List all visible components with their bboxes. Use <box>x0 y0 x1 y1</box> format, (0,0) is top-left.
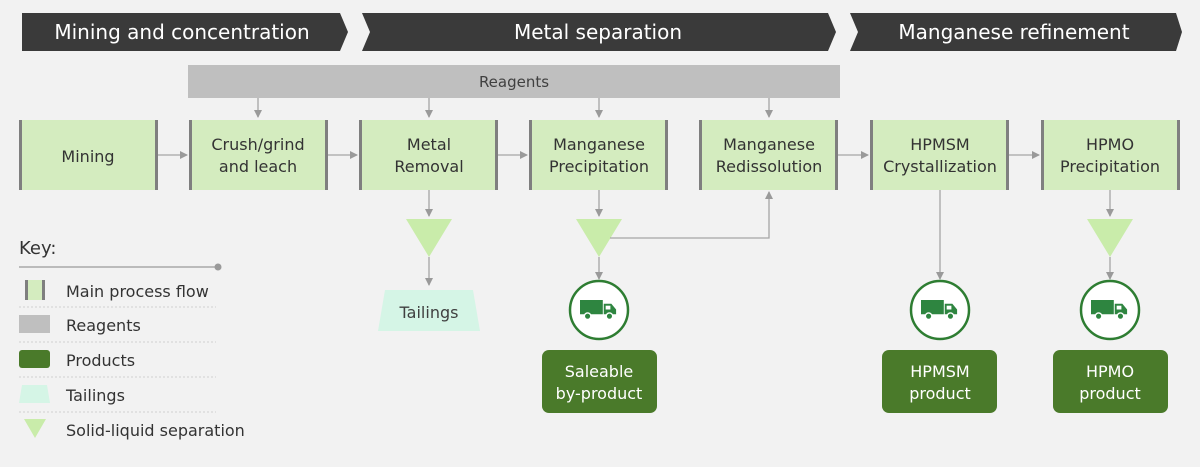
legend-item-products-label: Products <box>66 351 135 370</box>
separation-triangle-metal-removal <box>406 219 452 257</box>
legend-item-reagents-label: Reagents <box>66 316 141 335</box>
legend-item-process: Main process flow <box>19 280 216 308</box>
stage-banner-separation: Metal separation <box>362 13 836 51</box>
stage-banner-separation-label: Metal separation <box>514 20 682 44</box>
hpmo-branch <box>1087 190 1133 280</box>
legend-item-separation: Solid-liquid separation <box>24 419 245 440</box>
reagent-feed-arrows <box>254 98 773 118</box>
reagents-bar-label: Reagents <box>479 73 549 91</box>
process-step-metal-removal: Metal Removal <box>359 120 498 190</box>
process-step-hpmo-precipitation: HPMO Precipitation <box>1041 120 1180 190</box>
process-step-hpmo-precipitation-line1: HPMO <box>1086 135 1134 154</box>
reagents-bar: Reagents <box>188 65 840 98</box>
product-hpmo-line2: product <box>1079 384 1141 403</box>
process-step-hpmsm-crystallization-line2: Crystallization <box>883 157 997 176</box>
process-step-crush-leach-line2: and leach <box>219 157 297 176</box>
stage-banner-refinement: Manganese refinement <box>850 13 1182 51</box>
product-saleable-line1: Saleable <box>565 362 634 381</box>
truck-icon <box>1079 279 1141 341</box>
process-step-mining: Mining <box>19 120 158 190</box>
process-step-mining-label: Mining <box>61 147 114 166</box>
legend: Key: Main process flow Reagents Products… <box>19 238 245 440</box>
process-step-mn-redissolution-line2: Redissolution <box>716 157 823 176</box>
legend-item-separation-label: Solid-liquid separation <box>66 421 245 440</box>
product-saleable-line2: by-product <box>556 384 643 403</box>
metal-removal-branch <box>406 190 452 286</box>
process-step-hpmsm-crystallization-line1: HPMSM <box>910 135 969 154</box>
truck-icon <box>909 279 971 341</box>
process-step-hpmsm-crystallization: HPMSM Crystallization <box>870 120 1009 190</box>
process-step-hpmo-precipitation-line2: Precipitation <box>1060 157 1160 176</box>
process-step-mn-precipitation-line1: Manganese <box>553 135 645 154</box>
process-step-crush-leach: Crush/grind and leach <box>189 120 328 190</box>
legend-item-products: Products <box>19 350 216 378</box>
stage-banner-mining: Mining and concentration <box>22 13 348 51</box>
truck-icon <box>568 279 630 341</box>
process-step-mn-precipitation: Manganese Precipitation <box>529 120 668 190</box>
product-hpmsm-line2: product <box>909 384 971 403</box>
stage-banner-refinement-label: Manganese refinement <box>898 20 1129 44</box>
process-step-metal-removal-line1: Metal <box>407 135 451 154</box>
legend-item-process-label: Main process flow <box>66 282 209 301</box>
separation-triangle-mn-precipitation <box>576 219 622 257</box>
legend-title: Key: <box>19 238 56 259</box>
stage-banner-mining-label: Mining and concentration <box>54 20 309 44</box>
process-step-metal-removal-line2: Removal <box>394 157 463 176</box>
tailings-label: Tailings <box>399 303 459 322</box>
product-hpmo: HPMO product <box>1053 350 1168 413</box>
legend-item-reagents: Reagents <box>19 315 216 343</box>
process-step-mn-precipitation-line2: Precipitation <box>549 157 649 176</box>
legend-item-tailings: Tailings <box>19 385 216 413</box>
mn-precipitation-branch <box>576 190 773 280</box>
process-step-mn-redissolution-line1: Manganese <box>723 135 815 154</box>
product-saleable: Saleable by-product <box>542 350 657 413</box>
process-step-crush-leach-line1: Crush/grind <box>211 135 304 154</box>
tailings-box: Tailings <box>378 290 480 331</box>
process-step-mn-redissolution: Manganese Redissolution <box>699 120 838 190</box>
legend-item-tailings-label: Tailings <box>65 386 125 405</box>
product-hpmo-line1: HPMO <box>1086 362 1134 381</box>
product-hpmsm: HPMSM product <box>882 350 997 413</box>
separation-triangle-hpmo <box>1087 219 1133 257</box>
product-hpmsm-line1: HPMSM <box>910 362 969 381</box>
